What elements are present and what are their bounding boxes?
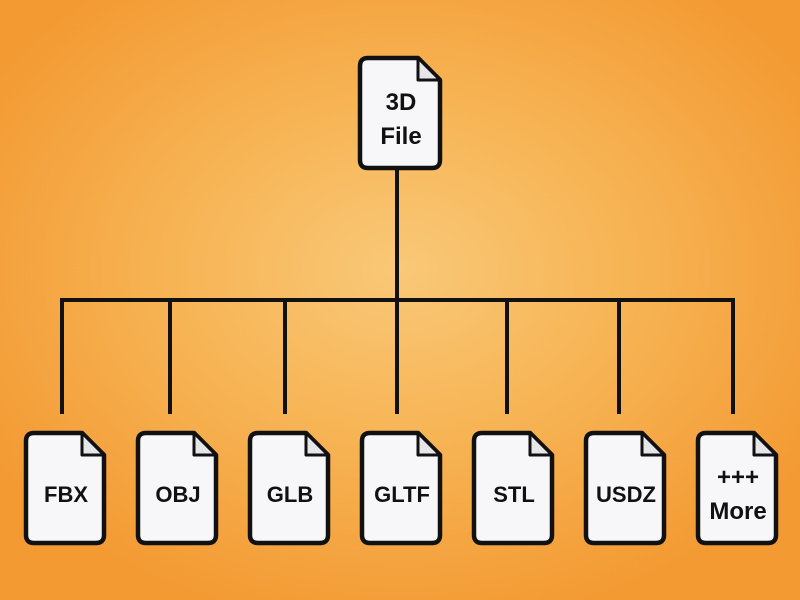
file-icon [471, 430, 555, 546]
page-fold-icon [416, 56, 442, 82]
file-icon [695, 430, 779, 546]
file-icon [359, 430, 443, 546]
connector-lines [60, 168, 735, 414]
format-file-more: +++ More [695, 430, 779, 546]
file-icon [583, 430, 667, 546]
page-fold-icon [752, 431, 778, 457]
file-label: USDZ [596, 482, 656, 507]
file-icon [357, 55, 443, 171]
format-file-glb: GLB [247, 430, 331, 546]
page-fold-icon [80, 431, 106, 457]
file-label: STL [493, 482, 535, 507]
file-label: +++ [717, 464, 759, 491]
format-file-usdz: USDZ [583, 430, 667, 546]
file-label: GLB [267, 482, 313, 507]
file-label: 3D [386, 89, 417, 116]
page-fold-icon [304, 431, 330, 457]
file-icon [247, 430, 331, 546]
page-fold-icon [416, 431, 442, 457]
file-icon [23, 430, 107, 546]
format-file-obj: OBJ [135, 430, 219, 546]
file-icon [135, 430, 219, 546]
format-file-stl: STL [471, 430, 555, 546]
file-label: File [380, 123, 421, 150]
page-fold-icon [640, 431, 666, 457]
format-file-gltf: GLTF [359, 430, 443, 546]
page-fold-icon [192, 431, 218, 457]
format-file-fbx: FBX [23, 430, 107, 546]
page-fold-icon [528, 431, 554, 457]
file-label: GLTF [374, 482, 430, 507]
file-label: OBJ [155, 482, 200, 507]
file-label: More [709, 498, 766, 525]
root-3d-file: 3D File [357, 55, 443, 171]
file-label: FBX [44, 482, 88, 507]
